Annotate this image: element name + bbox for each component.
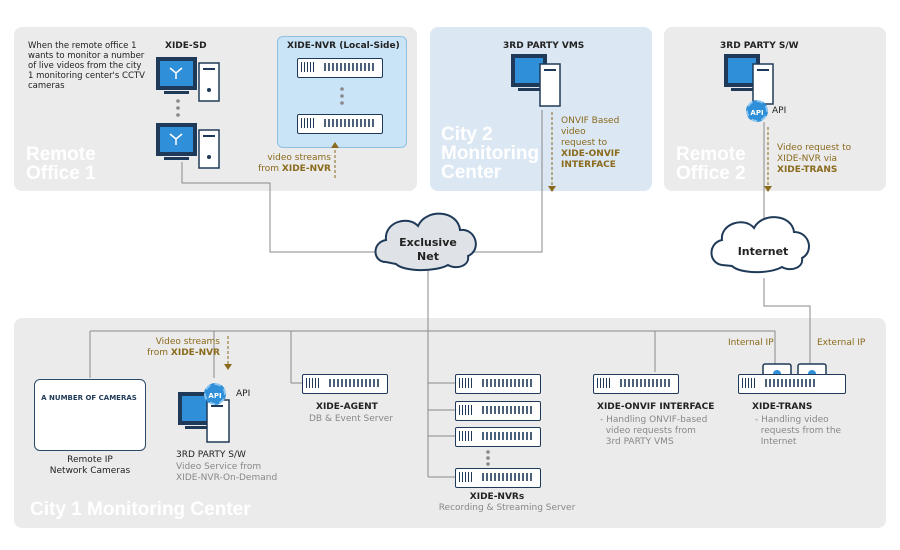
agent-sub: DB & Event Server bbox=[309, 414, 394, 424]
city2-request-text: ONVIF Based video request to bbox=[561, 116, 620, 148]
api-badge-icon: API bbox=[746, 100, 768, 122]
stream-line2: from XIDE-NVR bbox=[255, 164, 331, 175]
internet-cloud bbox=[710, 216, 810, 274]
cameras-box-title: A NUMBER OF CAMERAS bbox=[41, 394, 137, 402]
pc-tower-icon bbox=[752, 63, 774, 105]
remote-office-1-note: When the remote office 1 wants to monito… bbox=[28, 41, 145, 91]
region-label-city2: City 2 Monitoring Center bbox=[441, 124, 540, 183]
ro2-sw-title: 3RD PARTY S/W bbox=[720, 41, 799, 51]
city1-sw-title: 3RD PARTY S/W bbox=[176, 450, 246, 460]
remote-office-2-panel bbox=[664, 27, 886, 191]
stream-from: from bbox=[258, 164, 282, 174]
internal-ip-label: Internal IP bbox=[728, 338, 774, 348]
onvif-sub: - Handling ONVIF-based video requests fr… bbox=[600, 415, 708, 447]
monitor-icon bbox=[511, 54, 547, 91]
region-label-city1: City 1 Monitoring Center bbox=[30, 499, 251, 520]
server-rack-icon bbox=[455, 468, 541, 488]
region-label-remote-office-1: Remote Office 1 bbox=[26, 144, 96, 184]
ro2-api-label: API bbox=[772, 106, 787, 116]
ro2-request-text: Video request to XIDE-NVR via bbox=[777, 143, 852, 164]
dots-nvrs bbox=[486, 450, 490, 466]
dots-nvr-local bbox=[340, 87, 344, 105]
city2-request-bold: XIDE-ONVIF INTERFACE bbox=[561, 149, 621, 170]
region-label-remote-office-2: Remote Office 2 bbox=[676, 144, 746, 184]
cameras-box bbox=[34, 379, 146, 451]
exclusive-net-label: Exclusive Net bbox=[399, 236, 457, 263]
internet-label: Internet bbox=[737, 245, 789, 258]
external-ip-label: External IP bbox=[817, 338, 866, 348]
xide-sd-title: XIDE-SD bbox=[165, 41, 207, 51]
arrow-heads bbox=[224, 142, 772, 370]
city1-sw-sub: Video Service from XIDE-NVR-On-Demand bbox=[176, 462, 278, 483]
xide-nvr-local-title: XIDE-NVR (Local-Side) bbox=[287, 41, 400, 51]
pc-tower-icon bbox=[198, 129, 220, 169]
cameras-label: Remote IP Network Cameras bbox=[49, 455, 131, 476]
server-rack-icon bbox=[302, 374, 388, 394]
trans-sub: - Handling video requests from the Inter… bbox=[755, 415, 842, 447]
monitor-icon bbox=[156, 123, 197, 160]
api-badge-icon: API bbox=[204, 383, 226, 405]
server-rack-icon bbox=[455, 374, 541, 394]
city1-stream-from: from bbox=[147, 348, 171, 358]
city1-stream-line2: from XIDE-NVR bbox=[130, 348, 220, 359]
city1-stream-bold: XIDE-NVR bbox=[170, 348, 220, 358]
dots-sd bbox=[176, 99, 180, 117]
server-rack-icon bbox=[593, 374, 679, 394]
stream-label-ro1: video streams from XIDE-NVR bbox=[255, 153, 331, 175]
ro2-request: Video request to XIDE-NVR via XIDE-TRANS bbox=[777, 143, 877, 176]
server-rack-icon bbox=[297, 58, 383, 78]
server-rack-icon bbox=[455, 401, 541, 421]
stream-from-bold: XIDE-NVR bbox=[281, 164, 331, 174]
onvif-title: XIDE-ONVIF INTERFACE bbox=[597, 402, 715, 412]
city2-request: ONVIF Based video request to XIDE-ONVIF … bbox=[561, 116, 641, 171]
server-rack-icon bbox=[455, 427, 541, 447]
city1-stream-line1: Video streams bbox=[155, 337, 220, 347]
city1-panel bbox=[14, 318, 886, 528]
vms-title: 3RD PARTY VMS bbox=[503, 41, 585, 51]
server-rack-icon bbox=[297, 114, 383, 134]
agent-title: XIDE-AGENT bbox=[316, 402, 378, 412]
exclusive-net-cloud bbox=[374, 212, 477, 272]
nvrs-title: XIDE-NVRs bbox=[469, 492, 525, 502]
pc-tower-icon bbox=[198, 62, 220, 102]
stream-line1: video streams bbox=[267, 153, 331, 163]
monitor-icon bbox=[156, 57, 197, 94]
stream-label-city1: Video streams from XIDE-NVR bbox=[130, 337, 220, 359]
city1-api-label: API bbox=[236, 389, 251, 399]
ro2-request-bold: XIDE-TRANS bbox=[777, 165, 838, 175]
server-rack-icon bbox=[738, 374, 846, 394]
trans-title: XIDE-TRANS bbox=[752, 402, 813, 412]
pc-tower-icon bbox=[539, 63, 561, 107]
nvrs-sub: Recording & Streaming Server bbox=[438, 503, 576, 513]
pc-tower-icon bbox=[206, 399, 230, 443]
